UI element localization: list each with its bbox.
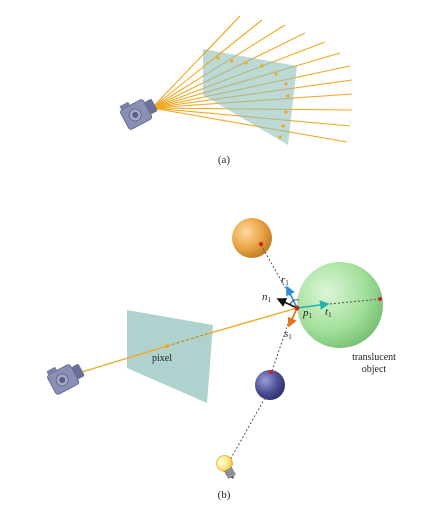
- primary-ray-behind-plane: [166, 333, 208, 347]
- caption-a: (a): [218, 154, 231, 166]
- primary-hit-point: [294, 305, 300, 311]
- light-bulb-icon: [216, 455, 236, 479]
- camera-icon: [119, 99, 158, 130]
- shadow-ray-upper-dashed: [271, 317, 291, 372]
- pixel-samples: [216, 56, 290, 139]
- pixel-sample: [230, 59, 234, 63]
- incidence-arc: [289, 299, 300, 305]
- pixel-sample: [216, 56, 220, 60]
- pixel-sample: [244, 61, 248, 65]
- panel-b: r1 n1 p1 t1 s1 pixel translucent object: [46, 218, 396, 479]
- caption-b: (b): [218, 489, 231, 501]
- primary-ray: [81, 345, 168, 373]
- occluder-sphere: [255, 370, 285, 400]
- pixel-sample: [284, 82, 288, 86]
- primary-ray-to-object: [206, 307, 298, 335]
- pixel-sample: [286, 94, 290, 98]
- image-plane: [127, 310, 213, 403]
- shadow-ray-lower-dashed: [229, 397, 266, 461]
- pixel-sample: [274, 72, 278, 76]
- image-plane: [203, 49, 297, 145]
- camera-icon: [46, 364, 85, 395]
- label-s: s1: [284, 328, 292, 341]
- label-r: r1: [281, 274, 289, 287]
- reflected-ray-dashed: [260, 244, 291, 297]
- label-object: object: [362, 364, 387, 375]
- label-t: t1: [325, 306, 332, 319]
- panel-a: [119, 15, 353, 145]
- refraction-exit-point: [378, 297, 382, 301]
- reflection-hit-point: [259, 242, 263, 246]
- pixel-point: [165, 344, 169, 348]
- refracted-ray-dashed: [329, 298, 381, 305]
- refraction-arrow: [296, 300, 330, 310]
- label-pixel: pixel: [152, 353, 172, 364]
- shadow-arrow: [287, 307, 298, 328]
- pixel-sample: [260, 64, 264, 68]
- pixel-sample: [281, 124, 285, 128]
- pixel-sample: [284, 110, 288, 114]
- label-n: n1: [262, 291, 272, 304]
- label-translucent: translucent: [352, 352, 396, 363]
- reflected-sphere: [232, 218, 272, 258]
- label-p: p1: [302, 307, 313, 320]
- reflection-arrow: [286, 285, 298, 309]
- pixel-sample: [278, 135, 282, 139]
- normal-arrow: [276, 298, 298, 309]
- camera-ray: [151, 107, 348, 143]
- translucent-sphere: [297, 262, 383, 348]
